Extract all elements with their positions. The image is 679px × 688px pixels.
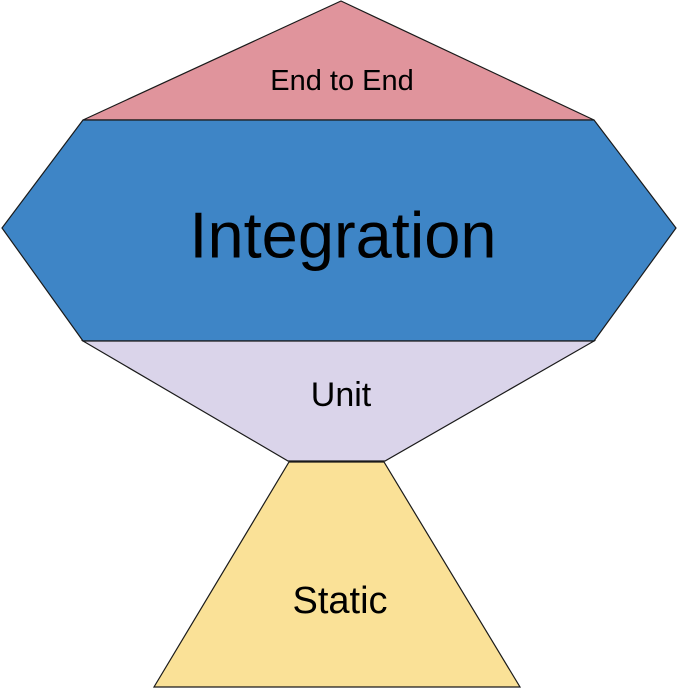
end-to-end-label: End to End: [270, 65, 414, 97]
static-label: Static: [292, 580, 387, 622]
unit-label: Unit: [311, 376, 372, 414]
end-to-end-layer-shape: [82, 0, 595, 121]
static-layer-shape: [152, 461, 522, 688]
integration-label: Integration: [189, 199, 496, 272]
unit-layer-shape: [80, 340, 597, 462]
